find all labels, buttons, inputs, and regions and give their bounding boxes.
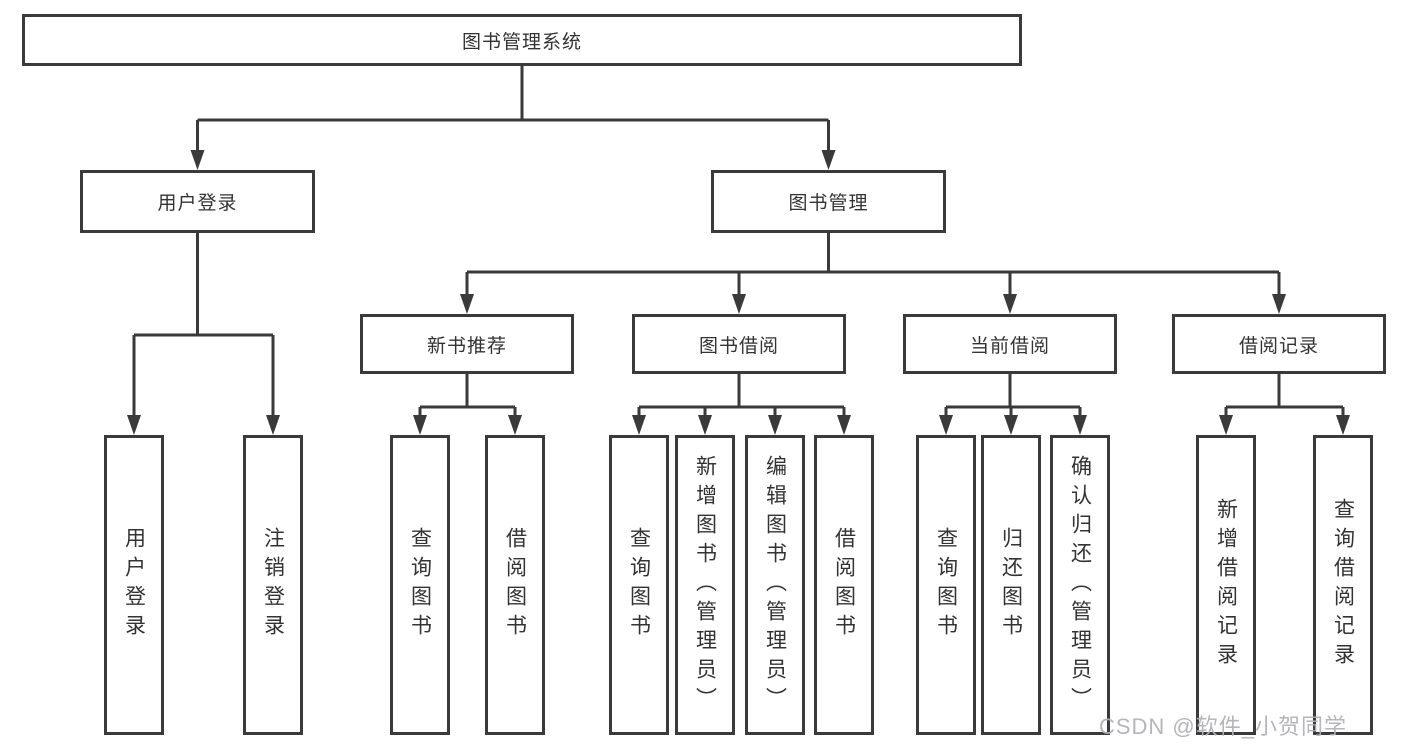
leaf-borrow-books-1: 借阅图书 (485, 435, 545, 735)
node-user-login-branch: 用户登录 (80, 170, 315, 233)
leaf-query-books-2: 查询图书 (609, 435, 669, 735)
leaf-logout: 注销登录 (243, 435, 303, 735)
leaf-return-book: 归还图书 (981, 435, 1041, 735)
leaf-confirm-return-admin: 确认归还（管理员） (1050, 435, 1110, 735)
leaf-query-borrow-record: 查询借阅记录 (1313, 435, 1373, 735)
node-book-borrow: 图书借阅 (632, 314, 846, 374)
leaf-add-borrow-record: 新增借阅记录 (1196, 435, 1256, 735)
node-borrow-records: 借阅记录 (1172, 314, 1386, 374)
leaf-borrow-books-2: 借阅图书 (814, 435, 874, 735)
node-book-management: 图书管理 (711, 170, 946, 233)
node-new-book-recommend: 新书推荐 (360, 314, 574, 374)
leaf-user-login: 用户登录 (104, 435, 164, 735)
leaf-add-book-admin: 新增图书（管理员） (675, 435, 735, 735)
node-library-system: 图书管理系统 (22, 14, 1022, 66)
node-current-borrow: 当前借阅 (903, 314, 1117, 374)
leaf-query-books-3: 查询图书 (916, 435, 976, 735)
csdn-watermark: CSDN @软件_小贺同学 (1098, 714, 1347, 739)
leaf-edit-book-admin: 编辑图书（管理员） (745, 435, 805, 735)
leaf-query-books-1: 查询图书 (390, 435, 450, 735)
